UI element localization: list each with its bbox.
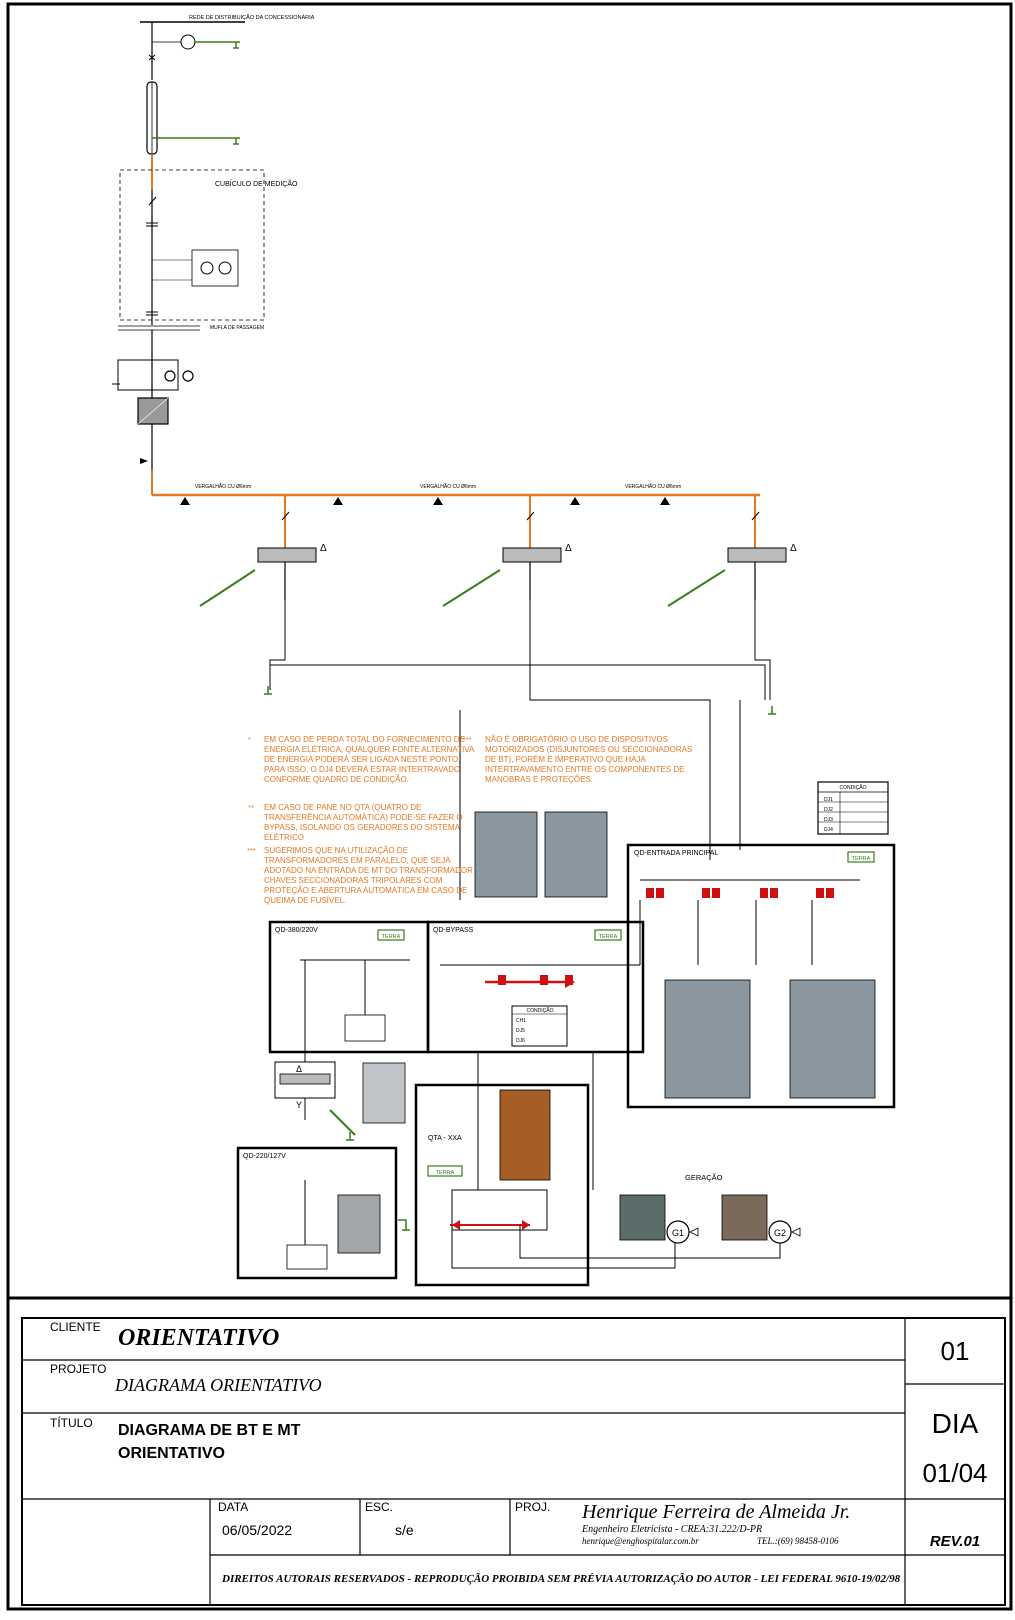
- title-line-2: ORIENTATIVO: [118, 1445, 225, 1462]
- svg-text:DJ3: DJ3: [824, 817, 833, 823]
- panel-bypass-label: QD-BYPASS: [433, 927, 474, 934]
- note-3: SUGERIMOS QUE NA UTILIZAÇÃO DE TRANSFORM…: [264, 846, 473, 905]
- terra-badge: [847, 851, 875, 863]
- svg-text:G2: G2: [774, 1228, 786, 1238]
- project-label: PROJETO: [50, 1362, 107, 1376]
- note-4: NÃO É OBRIGATÓRIO O USO DE DISPOSITIVOS …: [485, 735, 693, 784]
- panel-220: [236, 1146, 398, 1280]
- meter-icon: [218, 261, 232, 275]
- condition-table-2: CONDIÇÃO CH1 DJ5 DJ6: [511, 1005, 568, 1047]
- svg-text:CH1: CH1: [516, 1018, 526, 1024]
- client-value: ORIENTATIVO: [118, 1325, 280, 1351]
- panel-qta-label: QTA - XXA: [428, 1135, 462, 1142]
- svg-text:TERRA: TERRA: [852, 856, 871, 862]
- energy-meter-box: [191, 249, 239, 287]
- date-label: DATA: [218, 1500, 249, 1514]
- svg-text:DJ4: DJ4: [824, 827, 833, 833]
- muffle-label: MUFLA DE PASSAGEM: [210, 325, 264, 331]
- project-value: DIAGRAMA ORIENTATIVO: [115, 1375, 322, 1395]
- panel-380-label: QD-380/220V: [275, 927, 318, 934]
- metering-chain: [118, 190, 239, 331]
- scale-value: s/e: [395, 1522, 414, 1538]
- panel-qta: [414, 1083, 590, 1287]
- title-block-grid: [21, 1317, 1006, 1606]
- meter-icon: [180, 34, 196, 50]
- sheet-number: 01: [940, 1336, 970, 1366]
- scale-label: ESC.: [365, 1500, 394, 1514]
- busbar-label: VERGALHÃO CU Ø6mm: [420, 483, 476, 490]
- meter-icon: [200, 261, 214, 275]
- panel-photos: [337, 811, 876, 1254]
- title-label: TÍTULO: [50, 1416, 93, 1430]
- panel-220-label: QD-220/127V: [243, 1153, 286, 1160]
- page-number: 01/04: [922, 1458, 988, 1488]
- svg-text:Δ: Δ: [790, 543, 797, 554]
- revision: REV.01: [929, 1533, 981, 1550]
- svg-text:Y: Y: [296, 1100, 302, 1110]
- generator-icon: [768, 1220, 792, 1244]
- note-mark: ***: [247, 846, 256, 855]
- note-mark: ****: [460, 735, 472, 744]
- date-value: 06/05/2022: [222, 1522, 293, 1538]
- metering-cubicle: [119, 169, 265, 321]
- panel-main-label: QD-ENTRADA PRINCIPAL: [634, 850, 718, 857]
- svg-text:Δ: Δ: [296, 1064, 302, 1074]
- note-1: EM CASO DE PERDA TOTAL DO FORNECIMENTO D…: [264, 735, 474, 784]
- svg-text:DJ5: DJ5: [516, 1028, 525, 1034]
- transformer-3: Δ: [667, 511, 797, 607]
- author-role: Engenheiro Eletricista - CREA:31.222/D-P…: [582, 1524, 763, 1535]
- sheet-border: [6, 2, 1013, 1611]
- note-2: EM CASO DE PANE NO QTA (QUATRO DE TRANSF…: [264, 803, 463, 842]
- mt-feeder: [146, 22, 240, 190]
- author-email: henrique@enghospitalar.com.br: [582, 1536, 699, 1546]
- transformer-2: Δ: [442, 511, 572, 607]
- svg-text:Δ: Δ: [320, 543, 327, 554]
- insulator-icons: [180, 497, 670, 505]
- panel-bypass: [426, 920, 645, 1054]
- bt-cables: [269, 600, 771, 900]
- fuse-switch-icon: [148, 54, 156, 61]
- generator-icon: [666, 1220, 690, 1244]
- condition-table-1: CONDIÇÃO DJ1 DJ2 DJ3 DJ4: [817, 781, 889, 835]
- mt-busbar: [151, 470, 760, 550]
- copyright-notice: DIREITOS AUTORAIS RESERVADOS - REPRODUÇÃ…: [222, 1573, 901, 1585]
- title-line-1: DIAGRAMA DE BT E MT: [118, 1422, 301, 1439]
- svg-text:G1: G1: [672, 1228, 684, 1238]
- cubicle-label: CUBÍCULO DE MEDIÇÃO: [215, 179, 298, 188]
- panel-main-entry: [626, 843, 896, 1109]
- mt-breaker: [112, 330, 194, 470]
- svg-text:TERRA: TERRA: [599, 934, 618, 940]
- utility-network-label: REDE DE DISTRIBUIÇÃO DA CONCESSIONÁRIA: [189, 14, 315, 21]
- svg-text:DJ2: DJ2: [824, 807, 833, 813]
- proj-label: PROJ.: [515, 1500, 551, 1514]
- ground-icon: [233, 42, 239, 49]
- note-mark: **: [248, 803, 254, 812]
- svg-text:DJ6: DJ6: [516, 1038, 525, 1044]
- svg-text:TERRA: TERRA: [436, 1170, 455, 1176]
- svg-text:Δ: Δ: [565, 543, 572, 554]
- svg-text:DJ1: DJ1: [824, 797, 833, 803]
- busbar-label: VERGALHÃO CU Ø6mm: [195, 483, 251, 490]
- client-label: CLIENTE: [50, 1320, 101, 1334]
- svg-text:CONDIÇÃO: CONDIÇÃO: [840, 784, 867, 791]
- note-mark: *: [248, 735, 251, 744]
- busbar-label: VERGALHÃO CU Ø6mm: [625, 483, 681, 490]
- main-breakers: [639, 888, 834, 965]
- generation-label: GERAÇÃO: [685, 1173, 723, 1182]
- transformer-1: Δ: [199, 511, 327, 607]
- doc-type: DIA: [931, 1408, 979, 1439]
- author-name: Henrique Ferreira de Almeida Jr.: [582, 1501, 851, 1523]
- svg-text:TERRA: TERRA: [382, 934, 401, 940]
- svg-text:CONDIÇÃO: CONDIÇÃO: [527, 1007, 554, 1014]
- author-phone: TEL.:(69) 98458-0106: [757, 1536, 839, 1546]
